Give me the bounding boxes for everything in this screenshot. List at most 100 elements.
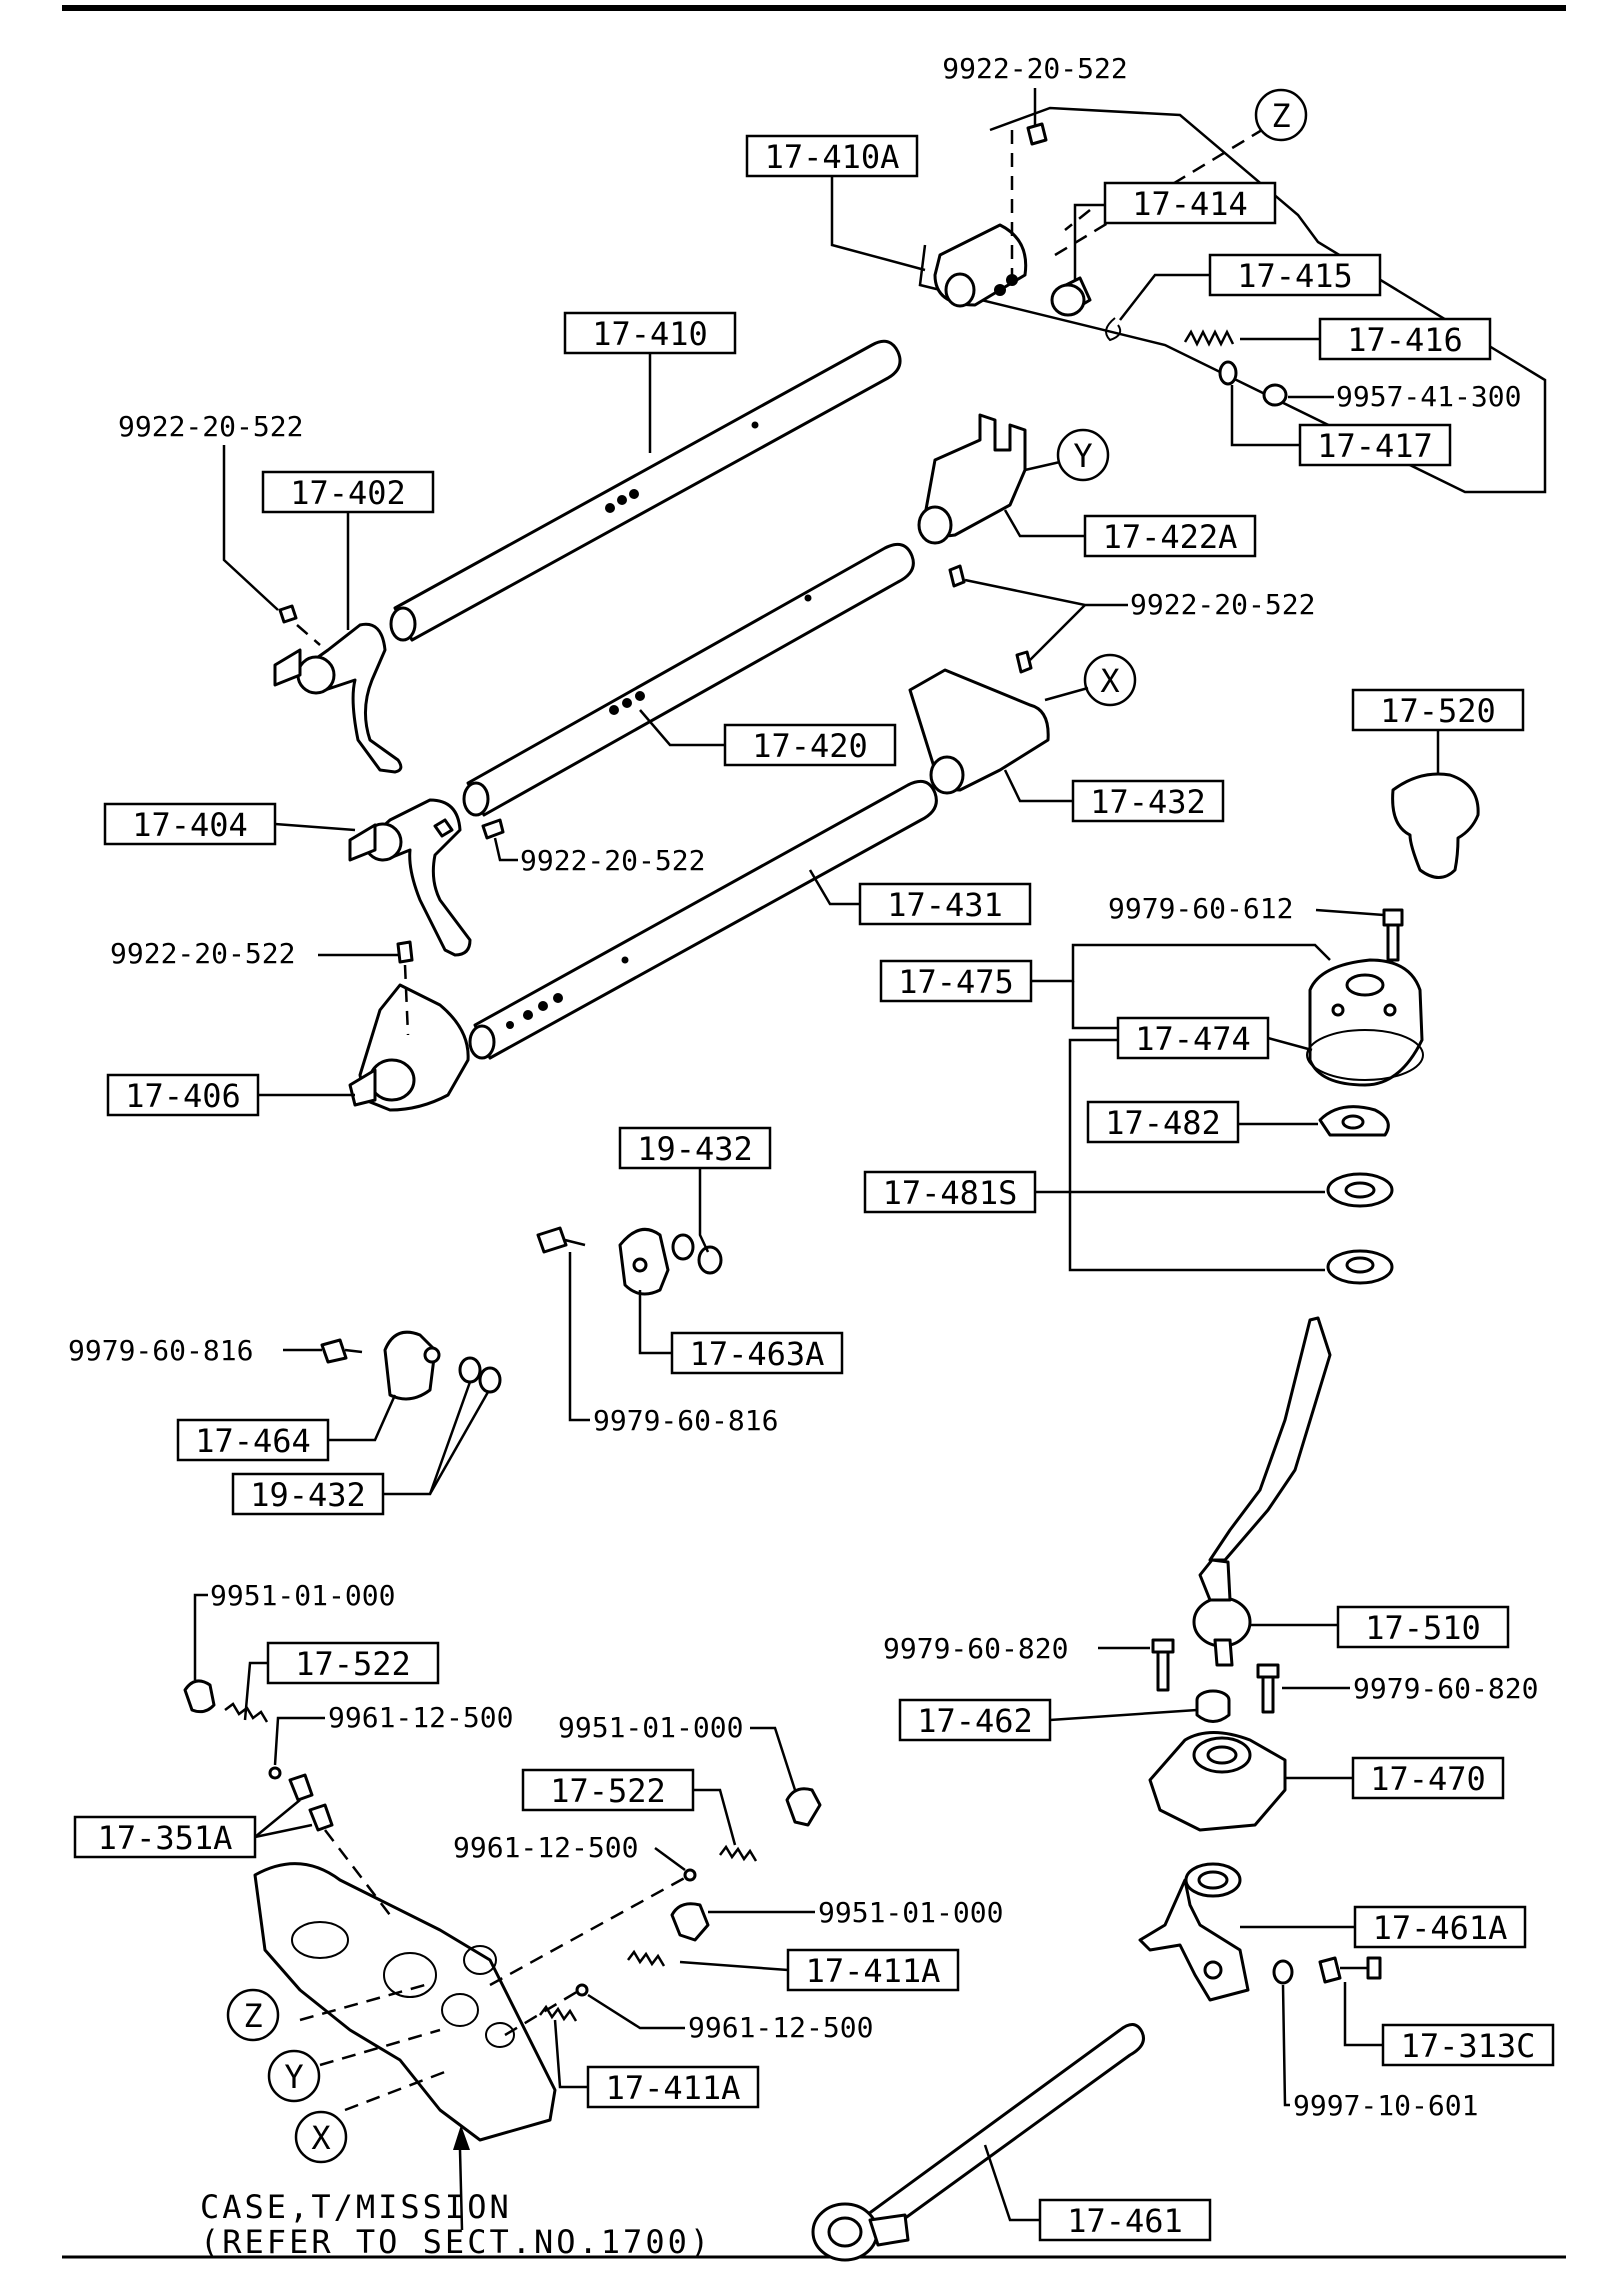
label-17-410A: 17-410A	[745, 134, 926, 272]
svg-text:17-464: 17-464	[195, 1422, 311, 1460]
svg-text:17-470: 17-470	[1370, 1760, 1486, 1798]
partno-plug-middle: 9951-01-000	[558, 1711, 797, 1791]
partno-pin-406: 9922-20-522	[110, 937, 398, 970]
washer-17-481S	[1326, 1172, 1394, 1285]
svg-text:X: X	[311, 2119, 330, 2157]
label-17-431: 17-431	[808, 869, 1032, 926]
label-17-520: 17-520	[1351, 688, 1525, 775]
svg-text:17-410A: 17-410A	[765, 138, 900, 176]
label-17-411A-lower: 17-411A	[553, 2019, 760, 2109]
partno-bolt-816-lower: 9979-60-816	[68, 1334, 322, 1367]
svg-text:17-482: 17-482	[1105, 1104, 1221, 1142]
partno-plug-lower: 9951-01-000	[708, 1896, 1003, 1929]
lever-17-463A	[536, 1226, 723, 1296]
label-17-410: 17-410	[563, 311, 737, 453]
label-17-475: 17-475	[879, 943, 1331, 1030]
partno-bolt-820-right: 9979-60-820	[1282, 1672, 1538, 1705]
shift-rod-17-431	[468, 779, 938, 1060]
svg-text:17-402: 17-402	[290, 474, 406, 512]
partno-pin-mid: 9922-20-522	[964, 578, 1315, 661]
svg-text:17-414: 17-414	[1132, 185, 1248, 223]
label-17-415: 17-415	[1119, 253, 1382, 321]
svg-text:17-404: 17-404	[132, 806, 248, 844]
svg-text:9951-01-000: 9951-01-000	[818, 1896, 1003, 1929]
shift-rod-end-detail-group	[918, 106, 1547, 494]
label-17-406: 17-406	[106, 1073, 355, 1117]
seat-17-482	[1318, 1105, 1390, 1137]
svg-text:9922-20-522: 9922-20-522	[520, 844, 705, 877]
partno-pin-404: 9922-20-522	[493, 837, 705, 877]
svg-text:17-461: 17-461	[1067, 2202, 1183, 2240]
label-17-461A: 17-461A	[1240, 1905, 1527, 1949]
label-17-417: 17-417	[1230, 385, 1452, 467]
svg-text:17-431: 17-431	[887, 886, 1003, 924]
partno-ball-lower: 9961-12-500	[587, 1993, 873, 2044]
partno-pin-top: 9922-20-522	[942, 52, 1128, 125]
svg-text:17-475: 17-475	[898, 963, 1014, 1001]
label-17-470: 17-470	[1285, 1756, 1505, 1800]
partno-ball-upper: 9961-12-500	[273, 1701, 513, 1766]
callout-circle-y-case: Y	[267, 2049, 321, 2103]
label-17-481S: 17-481S	[863, 1170, 1325, 1214]
svg-text:17-411A: 17-411A	[806, 1952, 941, 1990]
label-17-422A: 17-422A	[1003, 460, 1257, 558]
svg-text:9951-01-000: 9951-01-000	[558, 1711, 743, 1744]
svg-text:9957-41-300: 9957-41-300	[1336, 380, 1521, 413]
svg-text:17-416: 17-416	[1347, 321, 1463, 359]
shift-rod-17-410	[389, 339, 902, 642]
label-17-351A: 17-351A	[73, 1799, 313, 1859]
svg-text:9922-20-522: 9922-20-522	[110, 937, 295, 970]
svg-text:17-522: 17-522	[295, 1645, 411, 1683]
svg-text:9961-12-500: 9961-12-500	[688, 2011, 873, 2044]
shift-rod-17-461	[811, 2023, 1145, 2262]
svg-text:19-432: 19-432	[637, 1130, 753, 1168]
label-17-461: 17-461	[983, 2144, 1212, 2242]
svg-text:17-522: 17-522	[550, 1772, 666, 1810]
svg-text:17-520: 17-520	[1380, 692, 1496, 730]
detent-plugs-and-springs	[183, 1679, 822, 2022]
shift-housing-17-470	[1148, 1731, 1287, 1832]
svg-text:9961-12-500: 9961-12-500	[453, 1831, 638, 1864]
svg-text:9979-60-612: 9979-60-612	[1108, 892, 1293, 925]
svg-text:CASE,T/MISSION: CASE,T/MISSION	[200, 2188, 512, 2226]
callout-circle-z-top: Z	[1254, 88, 1308, 142]
svg-text:17-313C: 17-313C	[1401, 2027, 1536, 2065]
svg-text:17-410: 17-410	[592, 315, 708, 353]
label-17-474: 17-474	[1068, 1016, 1325, 1272]
callout-circle-y-top: Y	[1056, 428, 1110, 482]
bushing-17-462	[1195, 1689, 1231, 1723]
partno-clip-9997: 9997-10-601	[1281, 1984, 1478, 2122]
partno-ball-middle: 9961-12-500	[453, 1831, 686, 1872]
label-17-463A: 17-463A	[638, 1290, 844, 1375]
partno-washer-9957: 9957-41-300	[1288, 380, 1521, 413]
label-17-482: 17-482	[1086, 1100, 1318, 1144]
svg-text:17-411A: 17-411A	[606, 2069, 741, 2107]
svg-text:17-461A: 17-461A	[1373, 1909, 1508, 1947]
svg-text:17-406: 17-406	[125, 1077, 241, 1115]
callout-circle-x-case: X	[294, 2110, 348, 2164]
svg-text:(REFER TO SECT.NO.1700): (REFER TO SECT.NO.1700)	[200, 2223, 712, 2261]
transmission-case	[253, 1829, 691, 2231]
shift-knob-17-520	[1391, 772, 1480, 879]
label-17-416: 17-416	[1240, 317, 1492, 361]
bolts-17-470	[1151, 1638, 1280, 1714]
svg-text:Z: Z	[1271, 97, 1290, 135]
label-17-313C: 17-313C	[1343, 1982, 1555, 2067]
rod-end-17-422A	[917, 413, 1027, 588]
svg-text:17-420: 17-420	[752, 727, 868, 765]
svg-text:Y: Y	[284, 2058, 303, 2096]
svg-text:Y: Y	[1073, 437, 1092, 475]
svg-text:9979-60-820: 9979-60-820	[1353, 1672, 1538, 1705]
svg-text:9922-20-522: 9922-20-522	[1130, 588, 1315, 621]
label-17-464: 17-464	[176, 1394, 397, 1462]
label-17-402: 17-402	[261, 470, 435, 630]
svg-text:9922-20-522: 9922-20-522	[118, 410, 303, 443]
selector-17-461A	[1138, 1862, 1382, 2002]
svg-text:X: X	[1100, 662, 1119, 700]
svg-text:17-481S: 17-481S	[883, 1174, 1018, 1212]
svg-text:17-510: 17-510	[1365, 1609, 1481, 1647]
label-17-411A-upper: 17-411A	[679, 1948, 960, 1992]
partno-pin-left: 9922-20-522	[118, 410, 303, 611]
svg-text:9922-20-522: 9922-20-522	[942, 52, 1127, 85]
